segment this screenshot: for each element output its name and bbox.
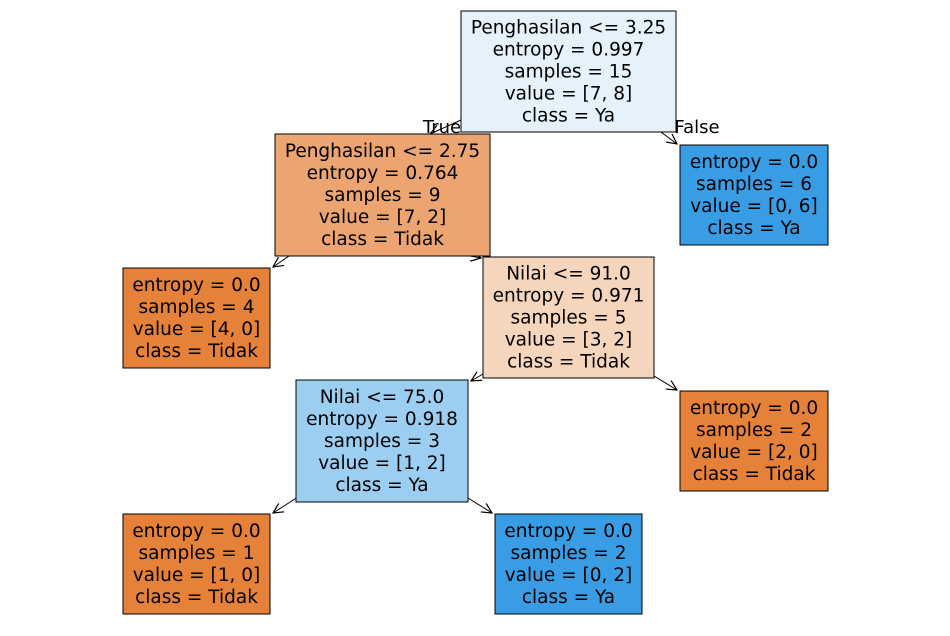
tree-edge-arrow: [273, 496, 299, 513]
tree-node-line: samples = 15: [505, 62, 633, 83]
tree-node-box: [460, 10, 677, 133]
tree-node-box: [494, 513, 643, 615]
tree-node-line: samples = 5: [511, 308, 627, 329]
edges-layer: [273, 119, 677, 513]
tree-node-line: Penghasilan <= 3.25: [471, 18, 666, 39]
tree-node-box: [482, 256, 655, 379]
tree-node-box: [295, 379, 469, 503]
tree-edge-arrow: [467, 497, 492, 513]
tree-node-line: value = [0, 6]: [690, 196, 818, 217]
tree-node-line: Penghasilan <= 2.75: [285, 141, 480, 162]
tree-node-line: value = [7, 8]: [505, 84, 633, 105]
tree-node-line: samples = 6: [696, 174, 812, 195]
tree-edge-arrow: [653, 375, 677, 390]
tree-node-line: class = Ya: [522, 587, 615, 608]
tree-node-line: samples = 9: [325, 185, 441, 206]
tree-node-box: [122, 267, 271, 369]
tree-node-line: entropy = 0.971: [493, 286, 645, 307]
tree-node-line: samples = 1: [139, 543, 255, 564]
tree-node-line: class = Tidak: [135, 587, 258, 608]
tree-node-line: value = [3, 2]: [505, 330, 633, 351]
tree-node-line: samples = 4: [139, 297, 255, 318]
tree-node-line: entropy = 0.0: [690, 398, 818, 419]
tree-node-line: value = [0, 2]: [505, 565, 633, 586]
tree-node-line: class = Ya: [522, 106, 615, 127]
tree-node-line: class = Ya: [335, 475, 428, 496]
tree-node-line: class = Tidak: [693, 464, 816, 485]
tree-node-line: samples = 2: [511, 543, 627, 564]
tree-node-line: value = [1, 2]: [318, 453, 446, 474]
tree-node-line: samples = 2: [696, 420, 812, 441]
tree-node-line: class = Tidak: [135, 341, 258, 362]
tree-node-line: class = Tidak: [321, 229, 444, 250]
tree-node-line: entropy = 0.918: [306, 409, 458, 430]
tree-edge-arrow: [471, 374, 484, 381]
tree-edge-arrow: [430, 119, 462, 134]
tree-node-line: Nilai <= 91.0: [506, 264, 631, 285]
tree-node-box: [274, 133, 491, 257]
tree-node-line: class = Ya: [707, 218, 800, 239]
tree-node-line: value = [4, 0]: [133, 319, 261, 340]
tree-node-box: [122, 513, 271, 615]
tree-node-line: value = [1, 0]: [133, 565, 261, 586]
tree-node-line: entropy = 0.0: [132, 275, 260, 296]
tree-node-line: class = Tidak: [507, 352, 630, 373]
tree-edge-arrow: [273, 255, 290, 267]
tree-node-box: [679, 390, 829, 492]
tree-node-line: entropy = 0.0: [132, 521, 260, 542]
tree-node-line: value = [2, 0]: [690, 442, 818, 463]
tree-node-line: Nilai <= 75.0: [320, 387, 445, 408]
tree-node-line: entropy = 0.0: [504, 521, 632, 542]
tree-node-box: [679, 144, 829, 246]
false-edge-label: False: [674, 117, 719, 138]
tree-node-line: value = [7, 2]: [319, 207, 447, 228]
tree-node-line: entropy = 0.764: [307, 163, 459, 184]
true-edge-label: True: [422, 117, 461, 138]
tree-node-line: entropy = 0.0: [690, 152, 818, 173]
tree-edge-arrow: [660, 131, 677, 144]
tree-node-line: samples = 3: [324, 431, 440, 452]
tree-node-line: entropy = 0.997: [493, 40, 645, 61]
